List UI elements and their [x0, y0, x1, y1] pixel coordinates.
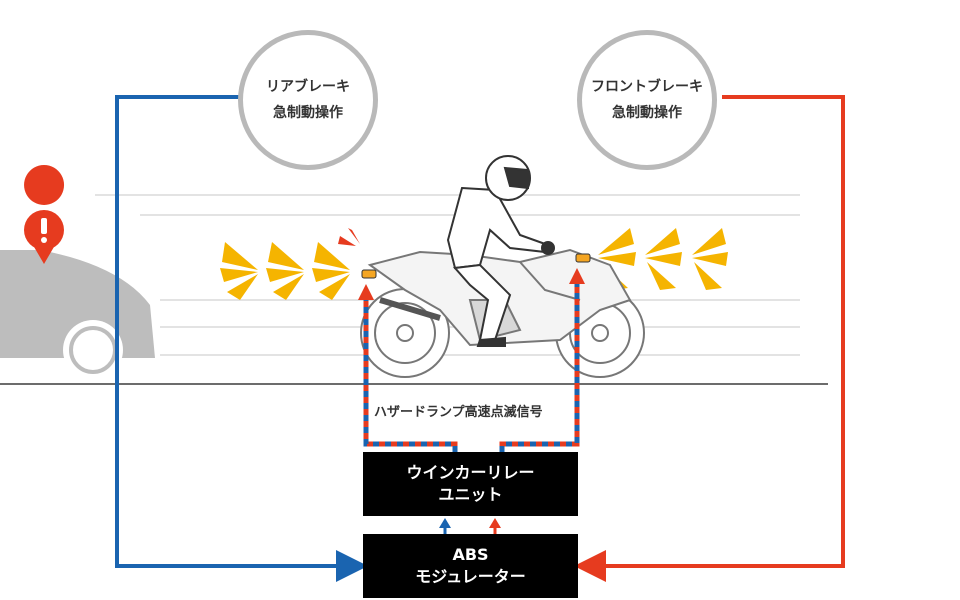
rear-brake-circle: リアブレーキ 急制動操作	[238, 30, 378, 170]
rear-brake-line	[115, 95, 368, 582]
rear-brake-line1: リアブレーキ	[266, 79, 350, 95]
winker-unit-line1: ウインカーリレー	[406, 463, 535, 482]
hazard-arrow-right	[569, 268, 585, 284]
hazard-flash-left	[220, 242, 350, 300]
hazard-signal-lines	[363, 280, 580, 452]
hazard-flash-red	[338, 228, 360, 246]
front-brake-circle: フロントブレーキ 急制動操作	[577, 30, 717, 170]
winker-relay-unit: ウインカーリレー ユニット	[363, 452, 578, 516]
abs-to-relay-arrows	[439, 518, 501, 534]
hazard-signal-label: ハザードランプ高速点滅信号	[370, 401, 547, 420]
rider-icon	[446, 155, 555, 347]
abs-modulator: ABS モジュレーター	[363, 534, 578, 598]
front-brake-line2: 急制動操作	[612, 105, 682, 121]
rear-brake-line2: 急制動操作	[273, 105, 343, 121]
abs-line1: ABS	[452, 545, 489, 564]
abs-line2: モジュレーター	[415, 567, 526, 586]
front-brake-line1: フロントブレーキ	[591, 79, 703, 95]
winker-unit-line2: ユニット	[438, 485, 503, 504]
turn-signal-left	[361, 269, 377, 279]
turn-signal-right	[575, 253, 591, 263]
front-brake-line	[574, 95, 845, 582]
hazard-arrow-left	[358, 284, 374, 300]
car-icon	[0, 250, 155, 380]
exclamation-icon	[24, 165, 65, 264]
